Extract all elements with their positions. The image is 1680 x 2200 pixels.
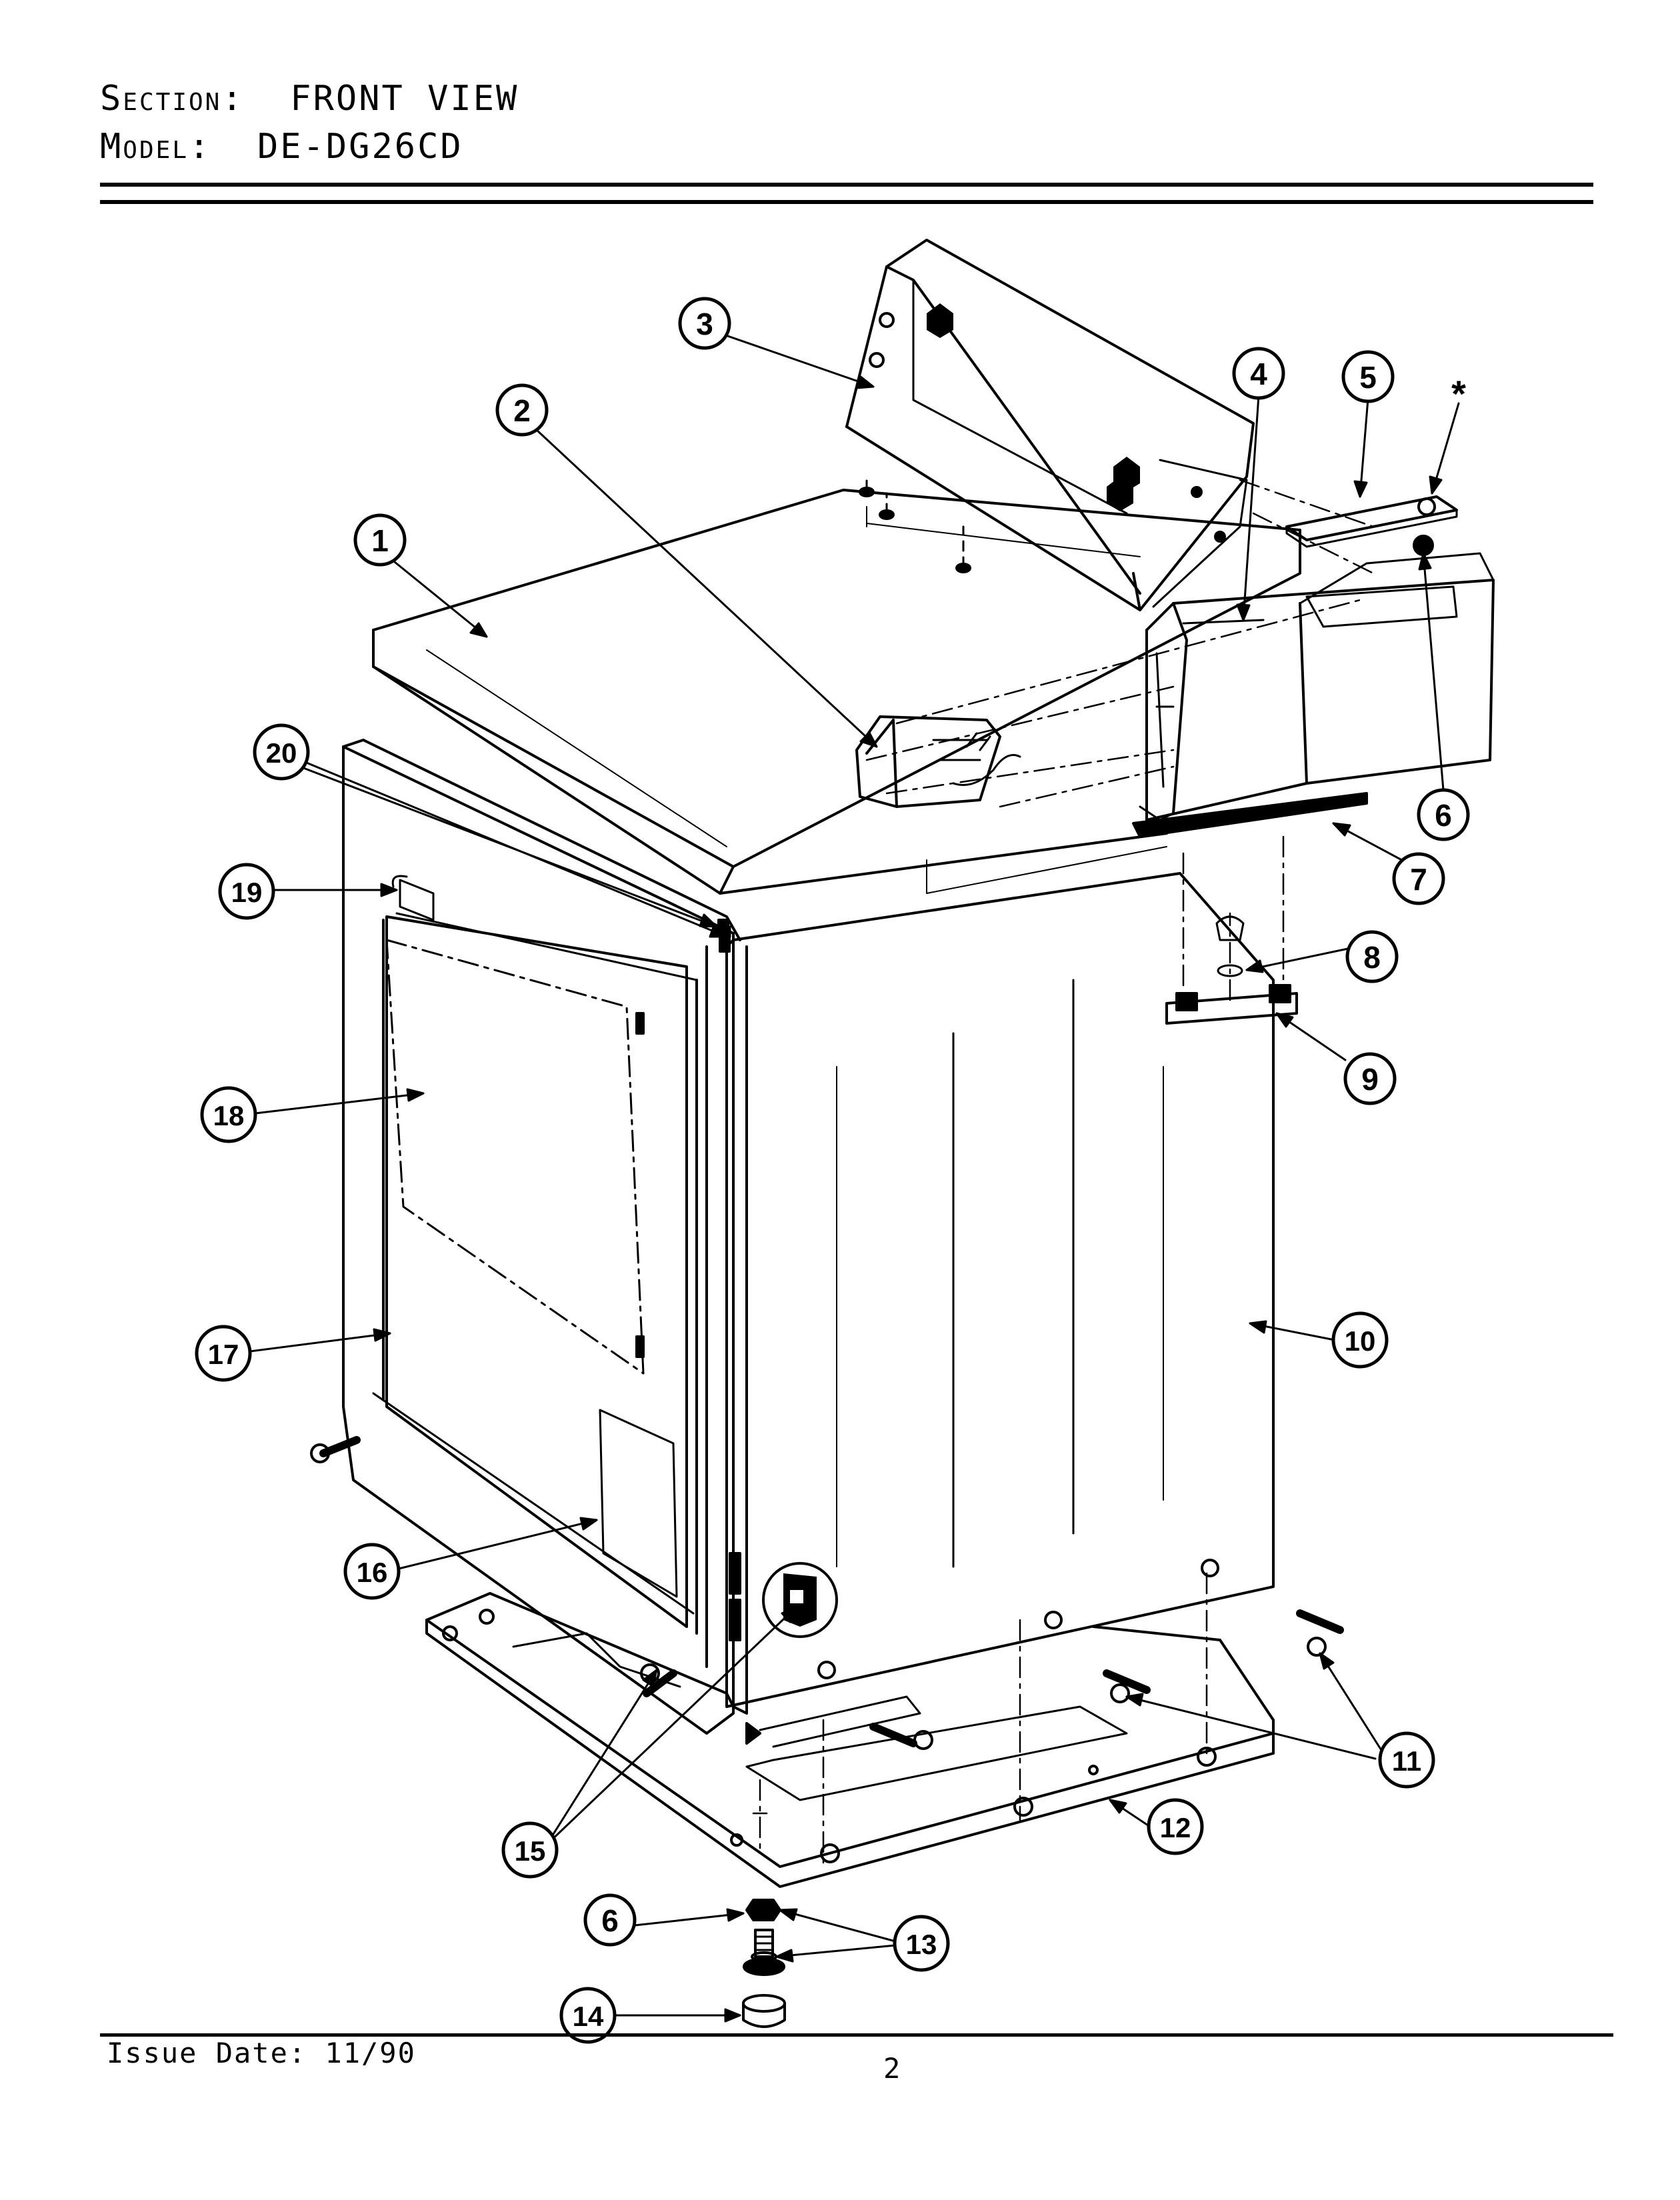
hinge-pin-lower: [719, 935, 731, 953]
callout-6-lower: 6: [583, 1893, 637, 1947]
callout-1: 1: [353, 513, 407, 567]
callout-6-lower-label: 6: [601, 1903, 619, 1938]
callout-markers: 1 2 3 4 5 6 7 8 9 10 11 12 13 14 15 16 1…: [195, 297, 1470, 2044]
leveling-leg-part: [742, 1899, 786, 2028]
header-rule-top: [100, 183, 1593, 187]
callout-11: 11: [1378, 1731, 1435, 1789]
console-frame-part: [845, 239, 1255, 611]
leader-lines: [249, 332, 1460, 2023]
callout-5: 5: [1341, 350, 1395, 403]
callout-10-label: 10: [1345, 1325, 1376, 1357]
callout-2-label: 2: [513, 393, 531, 428]
callout-14-label: 14: [573, 2001, 604, 2032]
callout-20-label: 20: [266, 737, 297, 769]
gasket-strip-part: [1132, 792, 1368, 838]
cabinet-part: [725, 872, 1275, 1715]
callout-7-label: 7: [1410, 862, 1427, 897]
callout-20: 20: [253, 723, 310, 781]
callout-3: 3: [678, 297, 731, 350]
callout-10: 10: [1331, 1311, 1389, 1369]
section-label: Section:: [100, 79, 245, 119]
callout-2: 2: [495, 383, 549, 437]
callout-16-label: 16: [357, 1557, 388, 1588]
bracket-part: [1165, 915, 1298, 1025]
callout-15-label: 15: [515, 1835, 546, 1867]
callout-4: 4: [1232, 347, 1285, 400]
footer-rule: [100, 2033, 1613, 2037]
top-cover-part: [372, 489, 1301, 895]
callout-19-label: 19: [231, 877, 263, 908]
callout-18-label: 18: [213, 1100, 245, 1131]
model-value: DE-DG26CD: [257, 127, 463, 167]
model-label: Model:: [100, 127, 212, 167]
callout-9-label: 9: [1361, 1062, 1379, 1097]
issue-date: Issue Date: 11/90: [107, 2037, 416, 2069]
callout-1-label: 1: [371, 523, 389, 558]
model-heading: Model: DE-DG26CD: [100, 127, 463, 167]
callout-12-label: 12: [1160, 1812, 1191, 1843]
callout-3-label: 3: [696, 307, 713, 341]
callout-11-label: 11: [1392, 1745, 1421, 1777]
screw-set: [310, 1436, 1344, 1750]
page-number: 2: [883, 2052, 902, 2085]
door-catch-part: [762, 1562, 838, 1638]
callout-8: 8: [1345, 930, 1399, 983]
callout-13-label: 13: [906, 1929, 937, 1960]
callout-13: 13: [893, 1915, 950, 1972]
callout-7: 7: [1392, 852, 1445, 905]
callout-18: 18: [200, 1086, 257, 1143]
callout-4-label: 4: [1250, 357, 1267, 391]
callout-6-upper-label: 6: [1435, 798, 1452, 833]
control-panel-part: [1139, 552, 1495, 821]
callout-17: 17: [195, 1325, 252, 1382]
callout-14: 14: [559, 1987, 617, 2044]
callout-17-label: 17: [208, 1339, 239, 1370]
callout-5-label: 5: [1359, 360, 1377, 395]
assembly-guide-lines: [752, 479, 1375, 1868]
front-panel-part: [342, 739, 741, 1735]
callout-12: 12: [1147, 1798, 1204, 1855]
base-frame-part: [425, 1592, 1275, 1888]
callout-19: 19: [218, 863, 275, 920]
access-plate-part: [1285, 495, 1458, 556]
section-value: FRONT VIEW: [290, 79, 519, 119]
asterisk-marker: *: [1451, 373, 1466, 415]
callout-15: 15: [501, 1821, 559, 1879]
callout-9: 9: [1343, 1052, 1397, 1105]
callout-16: 16: [343, 1543, 401, 1600]
callout-6-upper: 6: [1417, 788, 1470, 841]
header-rule-bottom: [100, 200, 1593, 204]
callout-8-label: 8: [1363, 940, 1381, 975]
section-heading: Section: FRONT VIEW: [100, 79, 519, 119]
